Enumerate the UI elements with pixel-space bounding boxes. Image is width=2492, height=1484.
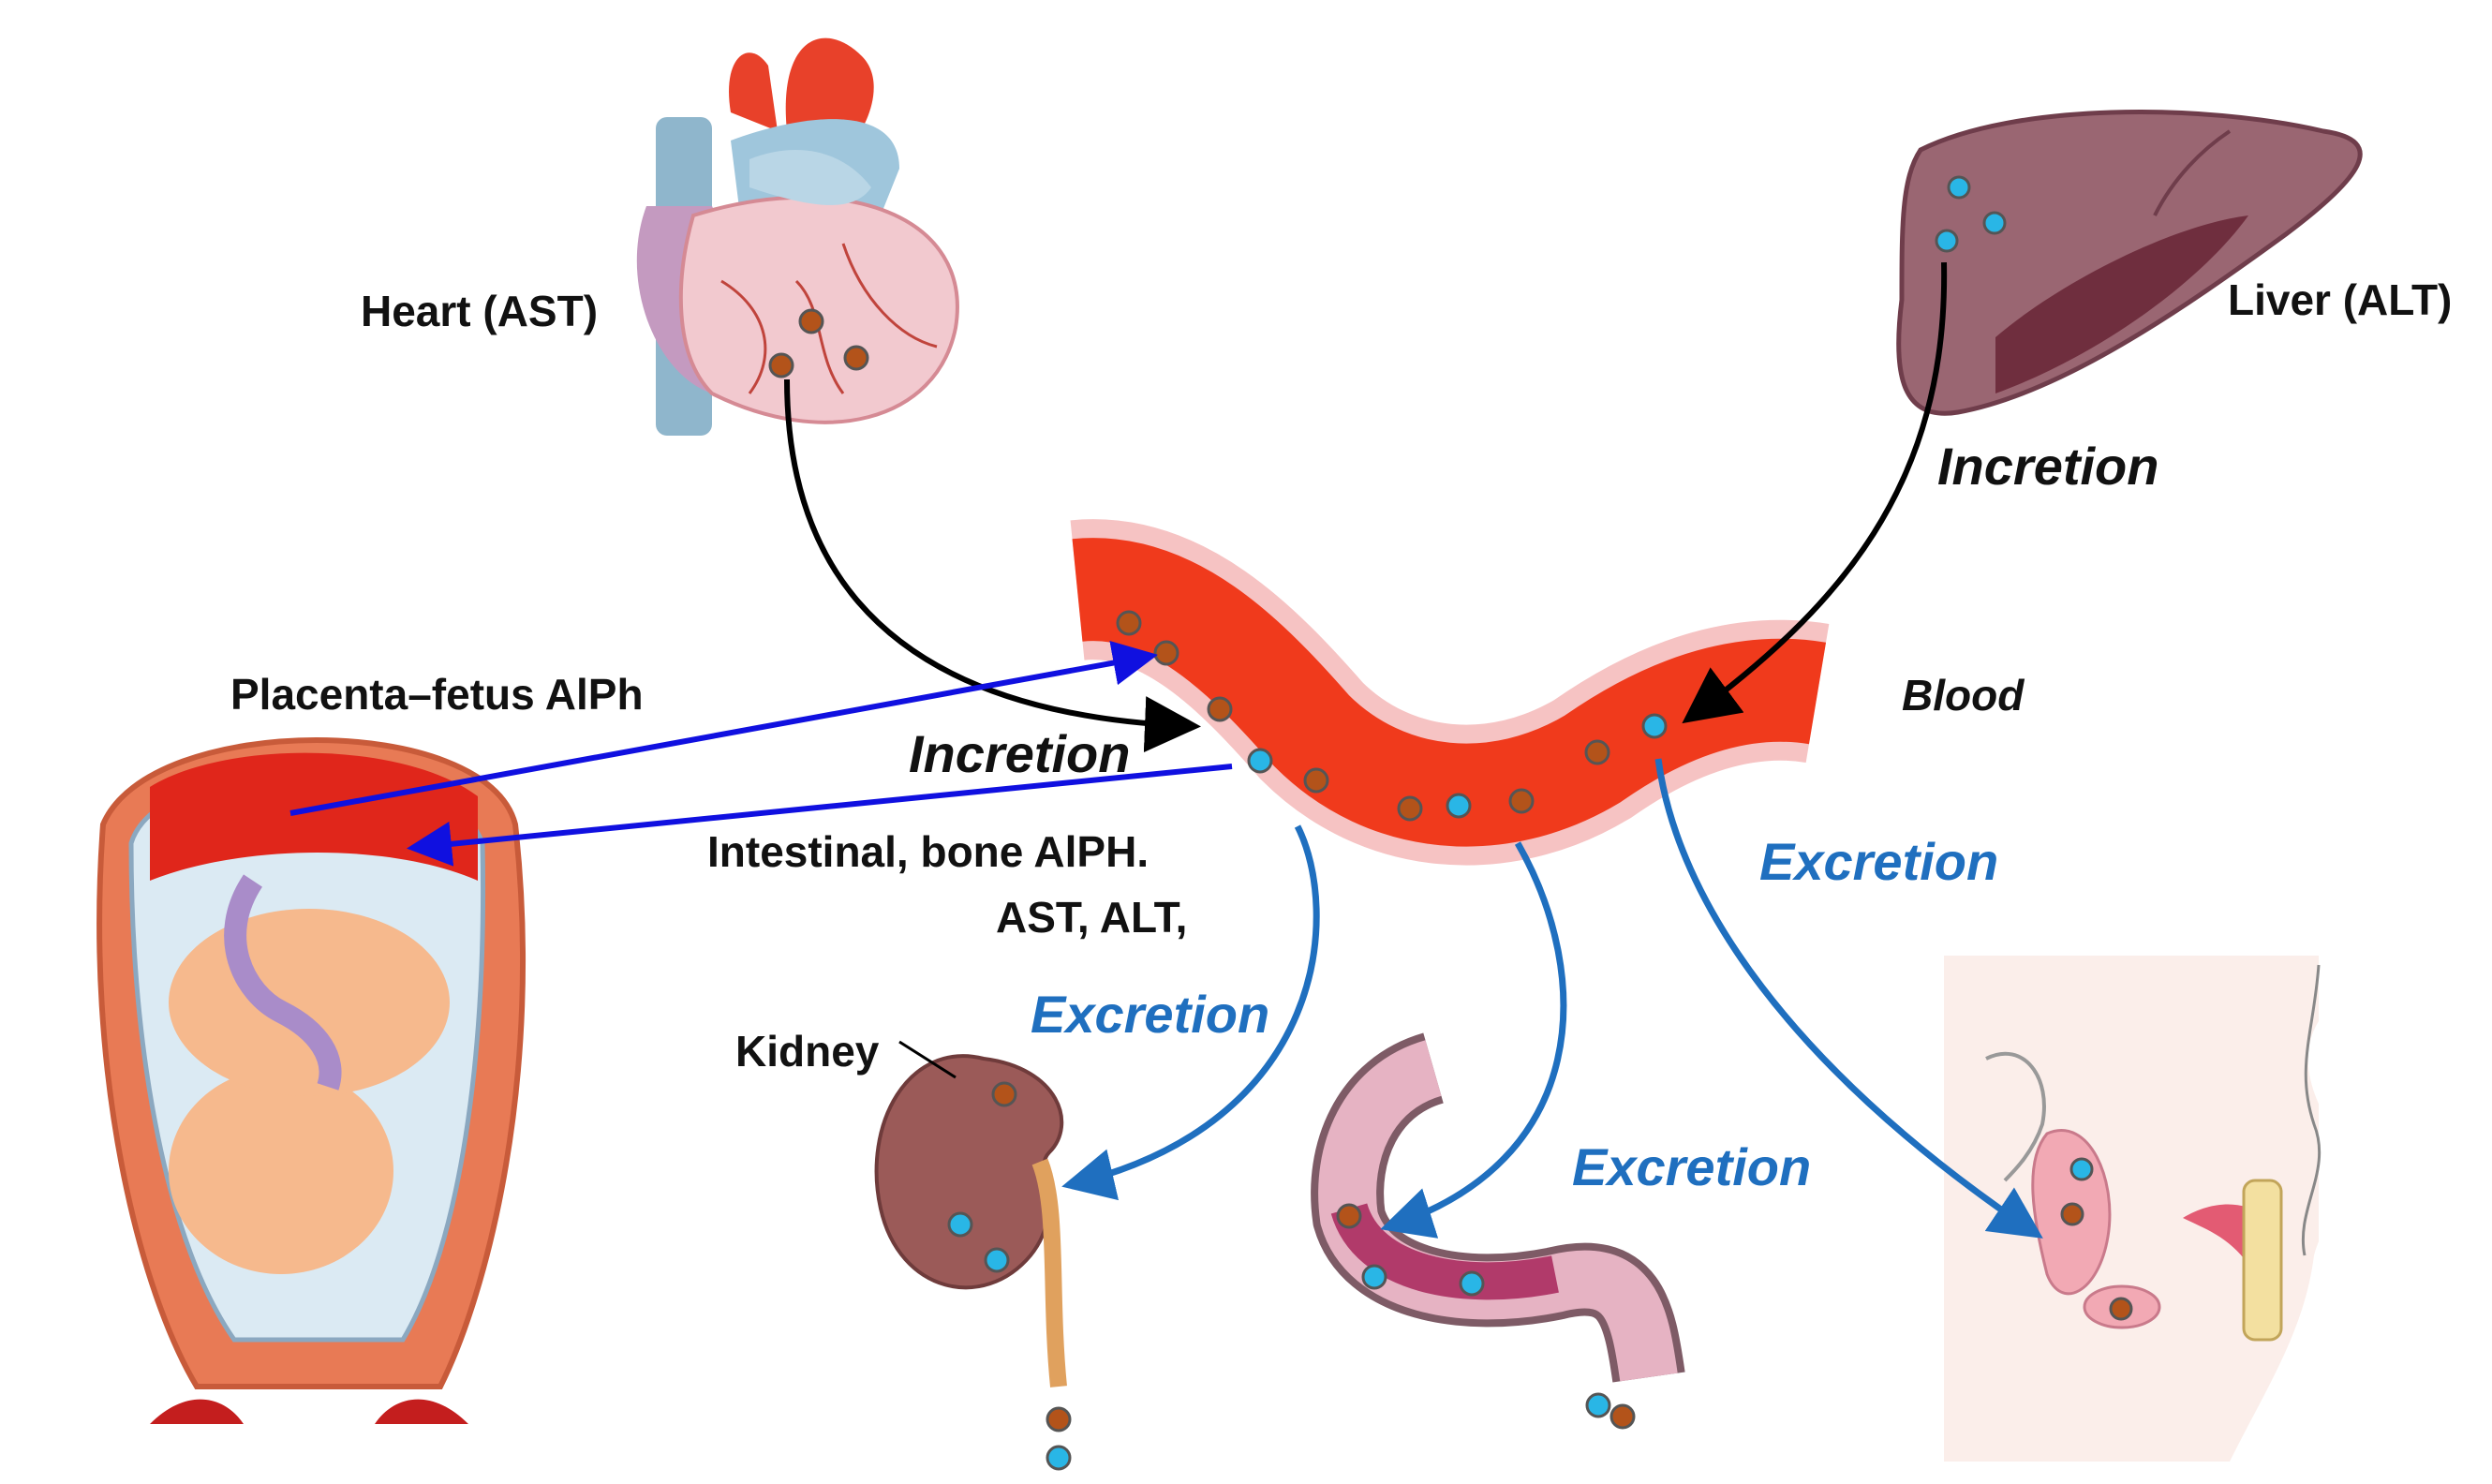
saliva-excretion-arrow	[1654, 758, 2043, 1239]
kidney-label: Kidney	[735, 1027, 880, 1076]
blood-label: Blood	[1902, 671, 2025, 720]
liver-label: Liver (ALT)	[2228, 275, 2453, 324]
incretion-liver-label: Incretion	[1937, 437, 2159, 496]
heart-incretion-arrow	[784, 378, 1201, 753]
kidney-excretion-arrow	[1061, 824, 1320, 1201]
blood-to-placenta-arrow	[407, 764, 1233, 867]
intestine-icon	[1311, 1032, 1685, 1430]
kidney-icon	[874, 1040, 1072, 1471]
heart-label: Heart (AST)	[361, 287, 599, 335]
excretion-saliva-label: Excretion	[1759, 832, 1999, 891]
intestine-excretion-arrow	[1380, 841, 1567, 1239]
placenta-label: Placenta–fetus AlPh	[230, 670, 644, 719]
liver-icon	[1896, 110, 2363, 416]
heart-icon	[636, 37, 959, 436]
uterus-fetus-icon	[96, 737, 526, 1424]
excretion-intestine-label: Excretion	[1572, 1137, 1812, 1196]
liver-incretion-arrow	[1682, 261, 1948, 724]
placenta-to-blood-arrow	[289, 640, 1158, 816]
intestinal-label-line2: AST, ALT,	[996, 893, 1188, 942]
incretion-heart-label: Incretion	[909, 724, 1131, 783]
excretion-kidney-label: Excretion	[1031, 985, 1270, 1044]
intestinal-label-line1: Intestinal, bone AlPH.	[707, 827, 1150, 876]
